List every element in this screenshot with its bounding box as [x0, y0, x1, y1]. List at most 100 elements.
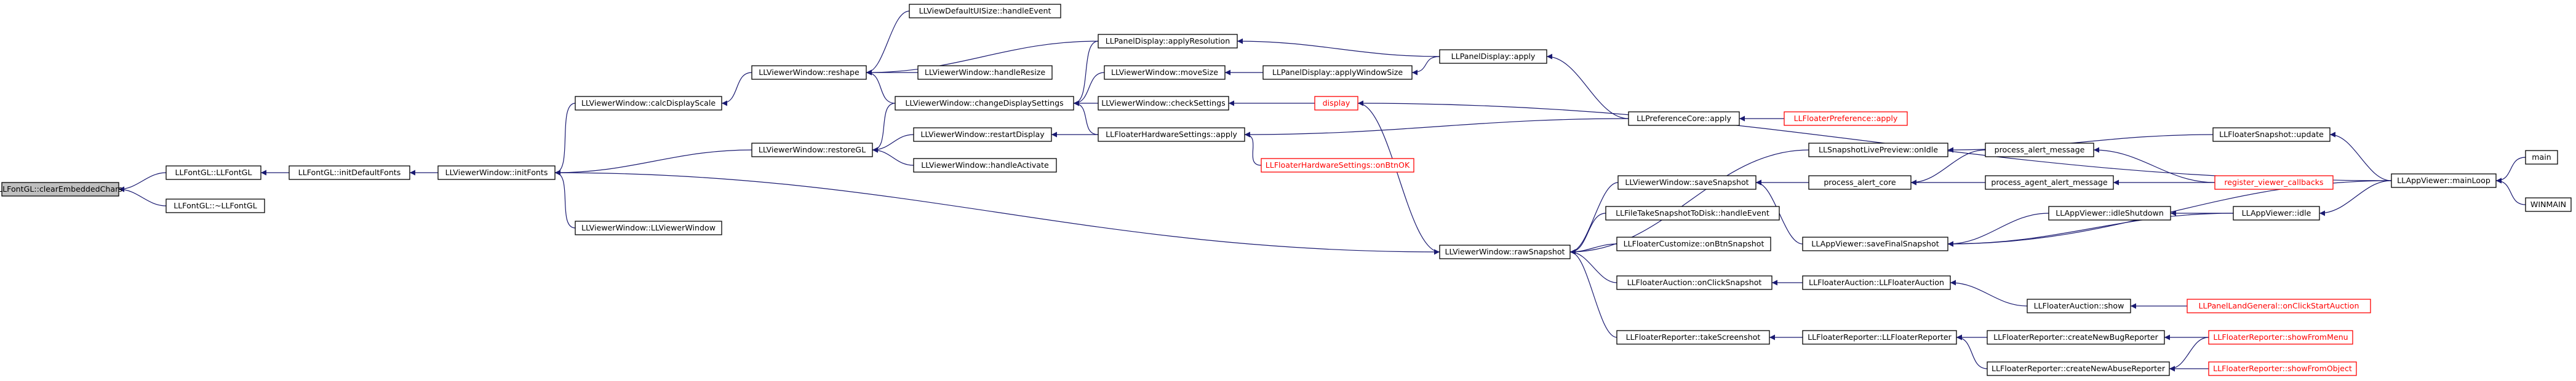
- node-processAlertCore[interactable]: process_alert_core: [1808, 175, 1912, 190]
- node-rawSnapshot[interactable]: LLViewerWindow::rawSnapshot: [1439, 245, 1571, 259]
- node-label: LLFloaterReporter::showFromObject: [2213, 364, 2352, 373]
- node-label: LLFloaterReporter::createNewAbuseReporte…: [1992, 364, 2166, 373]
- node-processAlertMsg[interactable]: process_alert_message: [1985, 143, 2094, 157]
- node-label: LLFloaterCustomize::onBtnSnapshot: [1624, 239, 1765, 248]
- edge-prefCoreApply-to-panelApply: [1546, 53, 1629, 119]
- node-label: LLFontGL::initDefaultFonts: [298, 168, 401, 177]
- node-box: [2214, 175, 2334, 190]
- edge-handleActivate-to-restoreGL: [872, 147, 914, 166]
- node-label: LLAppViewer::idleShutdown: [2056, 208, 2164, 218]
- node-label: LLPanelLandGeneral::onClickStartAuction: [2199, 301, 2359, 310]
- node-takeScreenshot[interactable]: LLFloaterReporter::takeScreenshot: [1616, 330, 1770, 345]
- node-box: [2525, 197, 2572, 212]
- node-box: [437, 165, 556, 180]
- node-label: LLViewerWindow::restoreGL: [759, 145, 866, 154]
- edge-auctionShow-to-auctionCtor: [1950, 280, 2028, 307]
- node-label: LLViewerWindow::LLViewerWindow: [581, 223, 716, 232]
- node-reshape[interactable]: LLViewerWindow::reshape: [751, 65, 867, 80]
- node-box: [1616, 275, 1772, 290]
- node-applyResolution[interactable]: LLPanelDisplay::applyResolution: [1098, 34, 1238, 49]
- node-main[interactable]: main: [2525, 150, 2558, 165]
- node-restoreGL[interactable]: LLViewerWindow::restoreGL: [751, 143, 873, 157]
- node-moveSize[interactable]: LLViewerWindow::moveSize: [1104, 65, 1226, 80]
- node-box: [1098, 127, 1245, 142]
- node-box: [1802, 275, 1951, 290]
- node-floaterPrefApply[interactable]: LLFloaterPreference::apply: [1784, 111, 1908, 126]
- edge-calcDisplayScale-to-initFonts: [554, 103, 576, 176]
- node-auctionOnClick[interactable]: LLFloaterAuction::onClickSnapshot: [1616, 275, 1772, 290]
- edge-showFromMenu-to-createAbuseReporter: [2169, 337, 2209, 372]
- node-uiSizeHandle[interactable]: LLViewDefaultUISize::handleEvent: [909, 4, 1061, 18]
- node-handleActivate[interactable]: LLViewerWindow::handleActivate: [913, 158, 1057, 173]
- node-box: [1985, 175, 2114, 190]
- node-snapUpdate[interactable]: LLFloaterSnapshot::update: [2212, 127, 2331, 142]
- edge-auctionOnClick-to-rawSnapshot: [1569, 249, 1617, 283]
- edge-takeScreenshot-to-rawSnapshot: [1569, 249, 1617, 338]
- node-handleResize[interactable]: LLViewerWindow::handleResize: [917, 65, 1053, 80]
- node-box: [1314, 96, 1358, 111]
- node-registerCallbacks[interactable]: register_viewer_callbacks: [2214, 175, 2334, 190]
- node-snapLiveIdle[interactable]: LLSnapshotLivePreview::onIdle: [1808, 143, 1948, 157]
- node-hwOnBtnOK[interactable]: LLFloaterHardwareSettings::onBtnOK: [1261, 158, 1414, 173]
- edge-hwOnBtnOK-to-hwApply: [1244, 132, 1262, 166]
- node-calcDisplayScale[interactable]: LLViewerWindow::calcDisplayScale: [575, 96, 722, 111]
- node-label: LLFloaterSnapshot::update: [2219, 130, 2324, 139]
- node-winmain[interactable]: WINMAIN: [2525, 197, 2572, 212]
- node-mainLoop[interactable]: LLAppViewer::mainLoop: [2391, 173, 2497, 188]
- node-reporterCtor[interactable]: LLFloaterReporter::LLFloaterReporter: [1802, 330, 1957, 345]
- node-checkSettings[interactable]: LLViewerWindow::checkSettings: [1098, 96, 1229, 111]
- node-auctionCtor[interactable]: LLFloaterAuction::LLFloaterAuction: [1802, 275, 1951, 290]
- node-box: [289, 165, 410, 180]
- node-createAbuseReporter[interactable]: LLFloaterReporter::createNewAbuseReporte…: [1987, 361, 2170, 376]
- node-hwApply[interactable]: LLFloaterHardwareSettings::apply: [1098, 127, 1245, 142]
- node-fontglDtor[interactable]: LLFontGL::~LLFontGL: [165, 198, 265, 213]
- node-createBugReporter[interactable]: LLFloaterReporter::createNewBugReporter: [1987, 330, 2165, 345]
- edge-reshape-to-calcDisplayScale: [721, 72, 752, 106]
- node-appIdle[interactable]: LLAppViewer::idle: [2233, 206, 2320, 221]
- node-display[interactable]: display: [1314, 96, 1358, 111]
- node-box: [1098, 96, 1229, 111]
- node-saveFinalSnapshot[interactable]: LLAppViewer::saveFinalSnapshot: [1802, 237, 1948, 251]
- edge-registerCallbacks-to-processAlertMsg: [2093, 147, 2215, 183]
- node-changeDisplaySettings[interactable]: LLViewerWindow::changeDisplaySettings: [895, 96, 1074, 111]
- edge-createAbuseReporter-to-reporterCtor: [1956, 334, 1988, 369]
- node-label: LLSnapshotLivePreview::onIdle: [1819, 145, 1938, 154]
- node-saveSnapshot[interactable]: LLViewerWindow::saveSnapshot: [1617, 175, 1757, 190]
- node-initDefaultFonts[interactable]: LLFontGL::initDefaultFonts: [289, 165, 410, 180]
- node-idleShutdown[interactable]: LLAppViewer::idleShutdown: [2048, 206, 2171, 221]
- node-label: LLFontGL::clearEmbeddedChars: [0, 184, 122, 194]
- node-box: [165, 198, 265, 213]
- node-auctionShow[interactable]: LLFloaterAuction::show: [2027, 299, 2131, 313]
- node-landStartAuction[interactable]: LLPanelLandGeneral::onClickStartAuction: [2187, 299, 2371, 313]
- node-box: [1617, 175, 1757, 190]
- node-initFonts[interactable]: LLViewerWindow::initFonts: [437, 165, 556, 180]
- edge-viewerWindowCtor-to-initFonts: [554, 170, 576, 229]
- node-showFromObject[interactable]: LLFloaterReporter::showFromObject: [2208, 361, 2357, 376]
- edge-fontglCtor-to-clearEmbeddedChars: [118, 172, 167, 192]
- node-label: LLViewDefaultUISize::handleEvent: [919, 6, 1051, 15]
- node-box: [2187, 299, 2371, 313]
- node-fontglCtor[interactable]: LLFontGL::LLFontGL: [165, 165, 261, 180]
- node-box: [2208, 330, 2353, 345]
- node-label: LLFloaterReporter::takeScreenshot: [1626, 332, 1761, 342]
- node-box: [1616, 330, 1770, 345]
- node-label: register_viewer_callbacks: [2224, 178, 2323, 187]
- node-customizeSnap[interactable]: LLFloaterCustomize::onBtnSnapshot: [1616, 237, 1771, 251]
- node-prefCoreApply[interactable]: LLPreferenceCore::apply: [1628, 111, 1740, 126]
- node-box: [913, 158, 1057, 173]
- node-applyWindowSize[interactable]: LLPanelDisplay::applyWindowSize: [1262, 65, 1413, 80]
- node-takeSnapDisk[interactable]: LLFileTakeSnapshotToDisk::handleEvent: [1605, 206, 1780, 221]
- node-label: LLPanelDisplay::applyWindowSize: [1272, 68, 1403, 77]
- node-box: [917, 65, 1053, 80]
- node-showFromMenu[interactable]: LLFloaterReporter::showFromMenu: [2208, 330, 2353, 345]
- node-box: [1605, 206, 1780, 221]
- node-panelApply[interactable]: LLPanelDisplay::apply: [1439, 49, 1547, 64]
- node-label: LLViewerWindow::moveSize: [1111, 68, 1218, 77]
- node-label: LLViewerWindow::saveSnapshot: [1625, 178, 1749, 187]
- node-box: [895, 96, 1074, 111]
- node-viewerWindowCtor[interactable]: LLViewerWindow::LLViewerWindow: [575, 221, 722, 235]
- node-restartDisplay[interactable]: LLViewerWindow::restartDisplay: [913, 127, 1052, 142]
- node-box: [1616, 237, 1771, 251]
- node-processAgentAlert[interactable]: process_agent_alert_message: [1985, 175, 2114, 190]
- node-clearEmbeddedChars[interactable]: LLFontGL::clearEmbeddedChars: [0, 182, 122, 197]
